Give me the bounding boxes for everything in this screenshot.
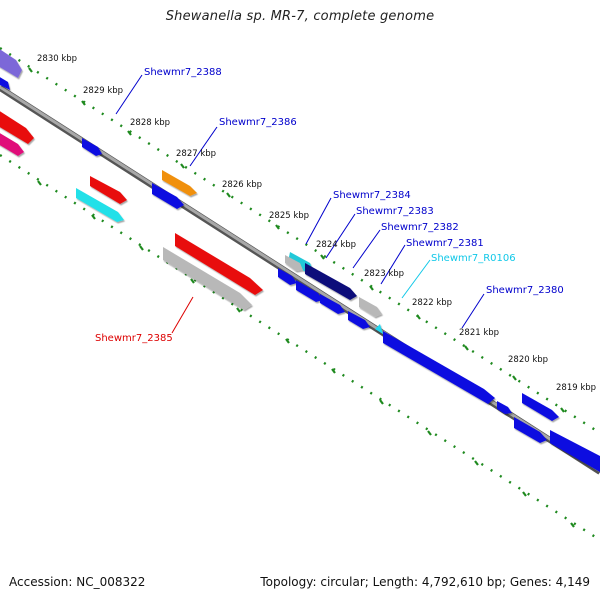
label-leaders: [115, 74, 485, 334]
gene-blue-2380[interactable]: [383, 331, 495, 404]
gene-labels: Shewmr7_2388 Shewmr7_2386 Shewmr7_2384 S…: [95, 67, 564, 344]
scale-label: 2819 kbp: [556, 383, 596, 393]
gene-label[interactable]: Shewmr7_R0106: [431, 253, 516, 264]
gene-red-c[interactable]: [90, 176, 127, 204]
tick-ring-inner: [0, 153, 600, 542]
gene-red-2385[interactable]: [175, 233, 263, 295]
gene-blue-e[interactable]: [320, 294, 345, 314]
map-title: Shewanella sp. MR-7, complete genome: [165, 9, 435, 24]
scale-label: 2822 kbp: [412, 298, 452, 308]
gene-blue-b[interactable]: [152, 183, 184, 209]
gene-blue-g[interactable]: [497, 401, 512, 414]
gene-blue-j[interactable]: [550, 430, 600, 472]
gene-label[interactable]: Shewmr7_2384: [333, 190, 411, 201]
major-ticks-outer: [28, 67, 565, 413]
scale-label: 2824 kbp: [316, 240, 356, 250]
scale-label: 2820 kbp: [508, 355, 548, 365]
gene-blue-i[interactable]: [514, 417, 547, 443]
gene-purple-partial[interactable]: [0, 48, 22, 78]
gene-blue-small-a[interactable]: [82, 138, 102, 156]
gene-label[interactable]: Shewmr7_2380: [486, 285, 564, 296]
scale-label: 2830 kbp: [37, 54, 77, 64]
scale-label: 2827 kbp: [176, 149, 216, 159]
gene-red-partial[interactable]: [0, 110, 34, 144]
gene-label[interactable]: Shewmr7_2386: [219, 117, 297, 128]
gene-label[interactable]: Shewmr7_2383: [356, 206, 434, 217]
genome-summary-text: Topology: circular; Length: 4,792,610 bp…: [260, 575, 590, 589]
accession-text: Accession: NC_008322: [9, 575, 146, 589]
scale-label: 2829 kbp: [83, 86, 123, 96]
scale-label: 2821 kbp: [459, 328, 499, 338]
major-ticks-inner: [37, 180, 575, 528]
gene-navy-2383[interactable]: [305, 263, 357, 300]
scale-label: 2823 kbp: [364, 269, 404, 279]
gene-label[interactable]: Shewmr7_2388: [144, 67, 222, 78]
scale-labels: 2830 kbp 2829 kbp 2828 kbp 2827 kbp 2826…: [37, 54, 596, 393]
gene-pink-partial[interactable]: [0, 132, 24, 156]
gene-gray-small[interactable]: [285, 255, 303, 271]
gene-blue-c[interactable]: [278, 268, 297, 285]
gene-label[interactable]: Shewmr7_2381: [406, 238, 484, 249]
scale-label: 2825 kbp: [269, 211, 309, 221]
gene-cyan-a[interactable]: [76, 188, 124, 222]
gene-blue-partial[interactable]: [0, 76, 10, 90]
gene-blue-d[interactable]: [296, 280, 323, 302]
gene-orange[interactable]: [162, 170, 197, 196]
gene-blue-f[interactable]: [348, 311, 370, 329]
gene-blue-h[interactable]: [522, 393, 559, 421]
gene-label[interactable]: Shewmr7_2382: [381, 222, 459, 233]
gene-cyan-R0106[interactable]: [375, 324, 383, 334]
scale-label: 2828 kbp: [130, 118, 170, 128]
gene-gray-2385[interactable]: [163, 247, 252, 310]
scale-label: 2826 kbp: [222, 180, 262, 190]
gene-gray-2381[interactable]: [359, 297, 382, 317]
tick-ring-outer: [0, 46, 600, 435]
gene-label[interactable]: Shewmr7_2385: [95, 333, 173, 344]
